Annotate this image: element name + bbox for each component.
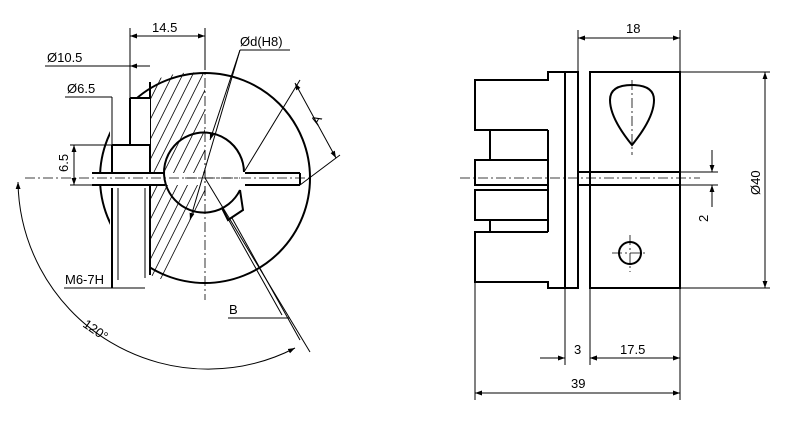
drop-cutout	[608, 83, 656, 147]
slot	[92, 172, 301, 186]
dim-39: 39	[571, 376, 585, 391]
right-hub	[589, 71, 681, 289]
dim-dia-6-5: Ø6.5	[67, 81, 95, 96]
dim-thread: M6-7H	[65, 272, 104, 287]
screw-hole	[110, 97, 151, 288]
dim-14-5: 14.5	[152, 20, 177, 35]
dim-17-5: 17.5	[620, 342, 645, 357]
front-view: 14.5 Ø10.5 Ø6.5 6.5 M6-7H 120° Ød(H8) A	[15, 20, 341, 370]
dim-3: 3	[574, 342, 581, 357]
dim-dia-10-5: Ø10.5	[47, 50, 82, 65]
dim-dia-40: Ø40	[748, 170, 763, 195]
label-b: B	[229, 302, 238, 317]
dim-2: 2	[696, 215, 711, 222]
label-a: A	[308, 112, 325, 127]
dim-bore: Ød(H8)	[240, 34, 283, 49]
dim-6-5: 6.5	[56, 154, 71, 172]
side-view: 18 Ø40 2 3 17.5 39	[460, 21, 770, 400]
dim-18: 18	[626, 21, 640, 36]
